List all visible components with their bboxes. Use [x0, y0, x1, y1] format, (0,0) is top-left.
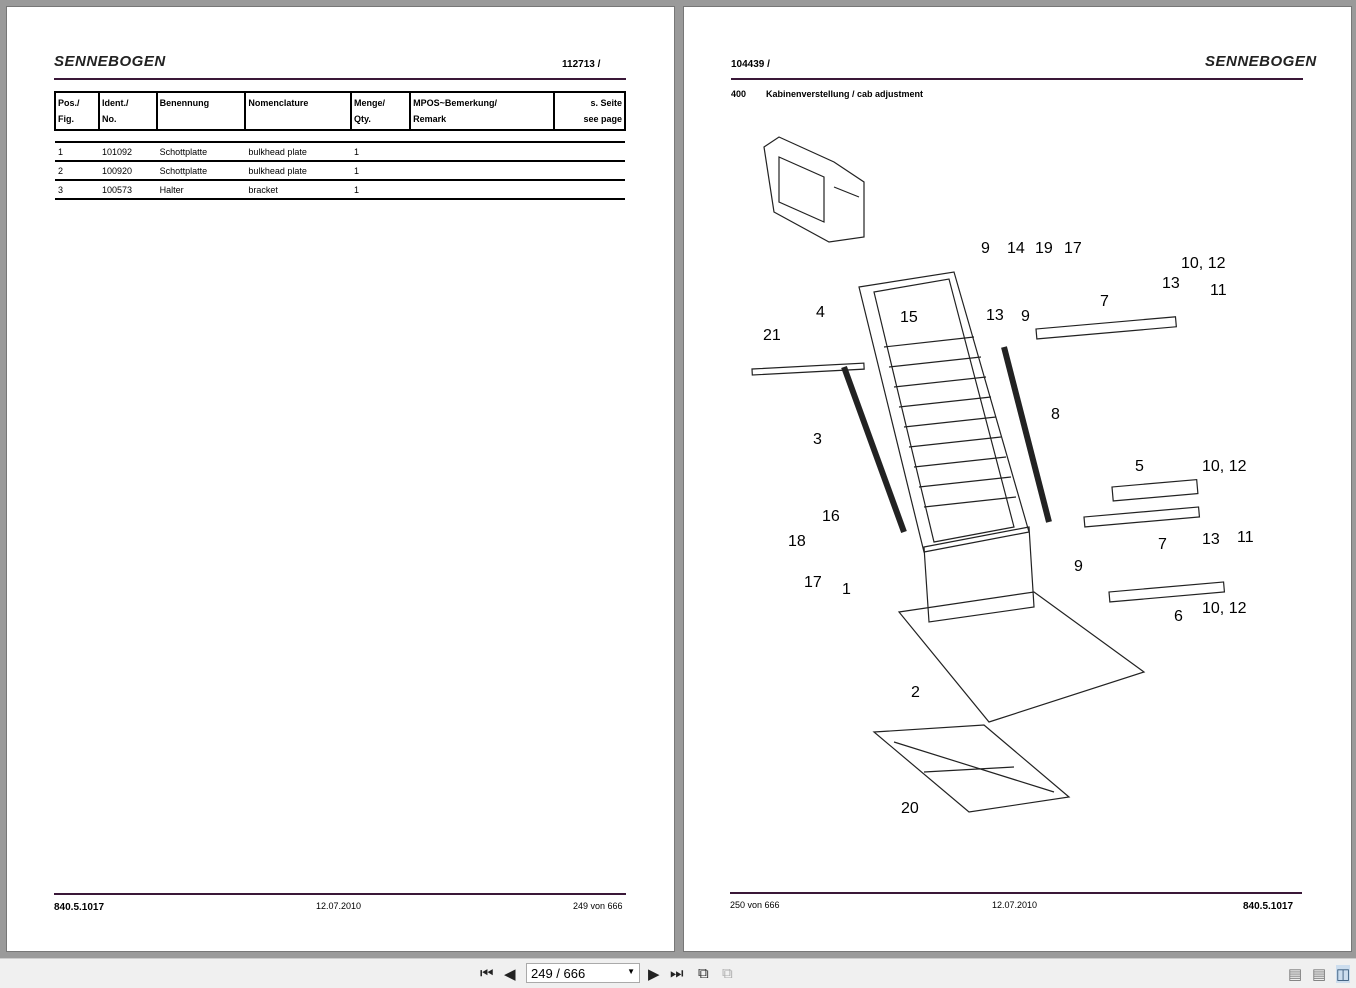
footer-page: 250 von 666	[730, 900, 780, 910]
table-cell: 100573	[99, 180, 157, 200]
table-cell: 2	[55, 161, 99, 181]
section-number: 400	[731, 89, 747, 99]
table-cell	[410, 180, 554, 200]
callout-label: 10, 12	[1181, 255, 1226, 272]
callout-label: 13	[1202, 531, 1220, 548]
next-view-icon[interactable]: ⧉	[722, 965, 733, 982]
callout-label: 17	[1064, 240, 1082, 257]
callout-label: 4	[816, 304, 825, 321]
callout-label: 13	[1162, 275, 1180, 292]
callout-label: 19	[1035, 240, 1053, 257]
callout-label: 16	[822, 508, 840, 525]
table-cell: bulkhead plate	[245, 142, 351, 162]
callout-label: 15	[900, 309, 918, 326]
footer-page: 249 von 666	[573, 901, 623, 911]
cab-thumbnail	[763, 136, 865, 243]
section-title: Kabinenverstellung / cab adjustment	[766, 89, 924, 99]
footer-code: 840.5.1017	[54, 902, 105, 913]
column-header: Ident./No.	[98, 91, 158, 131]
callout-label: 8	[1051, 406, 1060, 423]
table-cell	[410, 142, 554, 162]
callout-label: 10, 12	[1202, 458, 1247, 475]
column-header: Pos./Fig.	[54, 91, 100, 131]
doc-id: 112713 /	[562, 59, 601, 70]
table-cell: 101092	[99, 142, 157, 162]
table-cell: 1	[350, 142, 411, 162]
column-header: Menge/Qty.	[349, 91, 412, 131]
callout-label: 13	[986, 307, 1004, 324]
page-number-input[interactable]: 249 / 666 ▼	[526, 963, 640, 983]
column-header: Benennung	[155, 91, 247, 131]
single-page-view-icon[interactable]: ▤	[1288, 966, 1303, 983]
base	[872, 526, 1146, 813]
callout-label: 21	[763, 327, 781, 344]
page-value: 249 / 666	[531, 966, 586, 981]
table-cell	[553, 161, 625, 181]
table-cell	[410, 161, 554, 181]
dropdown-icon: ▼	[627, 967, 635, 976]
table-cell: bulkhead plate	[245, 161, 351, 181]
table-cell: Schottplatte	[156, 161, 246, 181]
callout-label: 2	[911, 684, 920, 701]
first-page-button[interactable]: ⏮	[480, 965, 494, 982]
callout-label: 9	[981, 240, 990, 257]
callout-label: 9	[1021, 308, 1030, 325]
callout-label: 7	[1100, 293, 1109, 310]
previous-view-icon[interactable]: ⧉	[698, 965, 709, 982]
footer-date: 12.07.2010	[316, 901, 362, 911]
table-cell: 3	[55, 180, 99, 200]
footer-code: 840.5.1017	[1243, 901, 1294, 912]
callout-label: 10, 12	[1202, 600, 1247, 617]
table-cell: 100920	[99, 161, 157, 181]
table-cell	[553, 180, 625, 200]
callout-label: 6	[1174, 608, 1183, 625]
continuous-view-icon[interactable]: ▤	[1312, 966, 1327, 983]
column-header: Nomenclature	[244, 91, 352, 131]
last-page-button[interactable]: ⏭	[670, 965, 684, 982]
cylinders	[841, 346, 1052, 534]
column-header: MPOS~Bemerkung/Remark	[409, 91, 555, 131]
table-cell	[553, 142, 625, 162]
footer-date: 12.07.2010	[992, 900, 1038, 910]
callout-label: 5	[1135, 458, 1144, 475]
next-page-button[interactable]: ▶	[648, 966, 660, 983]
pdf-toolbar: ⏮ ◀ 249 / 666 ▼ ▶ ⏭ ⧉ ⧉ ▤ ▤ ◫	[0, 958, 1356, 988]
callout-label: 14	[1007, 240, 1025, 257]
table-cell: 1	[350, 161, 411, 181]
callout-label: 9	[1074, 558, 1083, 575]
right-page: 104439 / SENNEBOGEN 400 Kabinenverstellu…	[683, 6, 1352, 952]
table-cell: 1	[350, 180, 411, 200]
callout-label: 3	[813, 431, 822, 448]
table-cell: Halter	[156, 180, 246, 200]
callout-label: 11	[1237, 529, 1254, 546]
callout-label: 17	[804, 574, 822, 591]
prev-page-button[interactable]: ◀	[504, 966, 516, 983]
table-cell: bracket	[245, 180, 351, 200]
table-cell: Schottplatte	[156, 142, 246, 162]
table-cell: 1	[55, 142, 99, 162]
callout-label: 20	[901, 800, 919, 817]
doc-id: 104439 /	[731, 59, 770, 70]
callout-label: 1	[842, 581, 851, 598]
exploded-diagram	[751, 136, 1226, 813]
two-page-view-icon[interactable]: ◫	[1336, 965, 1351, 983]
sennebogen-logo: SENNEBOGEN	[54, 53, 166, 70]
callout-label: 18	[788, 533, 806, 550]
pins	[751, 316, 1226, 603]
callout-label: 11	[1210, 282, 1227, 299]
callout-label: 7	[1158, 536, 1167, 553]
sennebogen-logo: SENNEBOGEN	[1205, 53, 1317, 70]
left-page: SENNEBOGEN 112713 / Pos./Fig.Ident./No.B…	[6, 6, 675, 952]
